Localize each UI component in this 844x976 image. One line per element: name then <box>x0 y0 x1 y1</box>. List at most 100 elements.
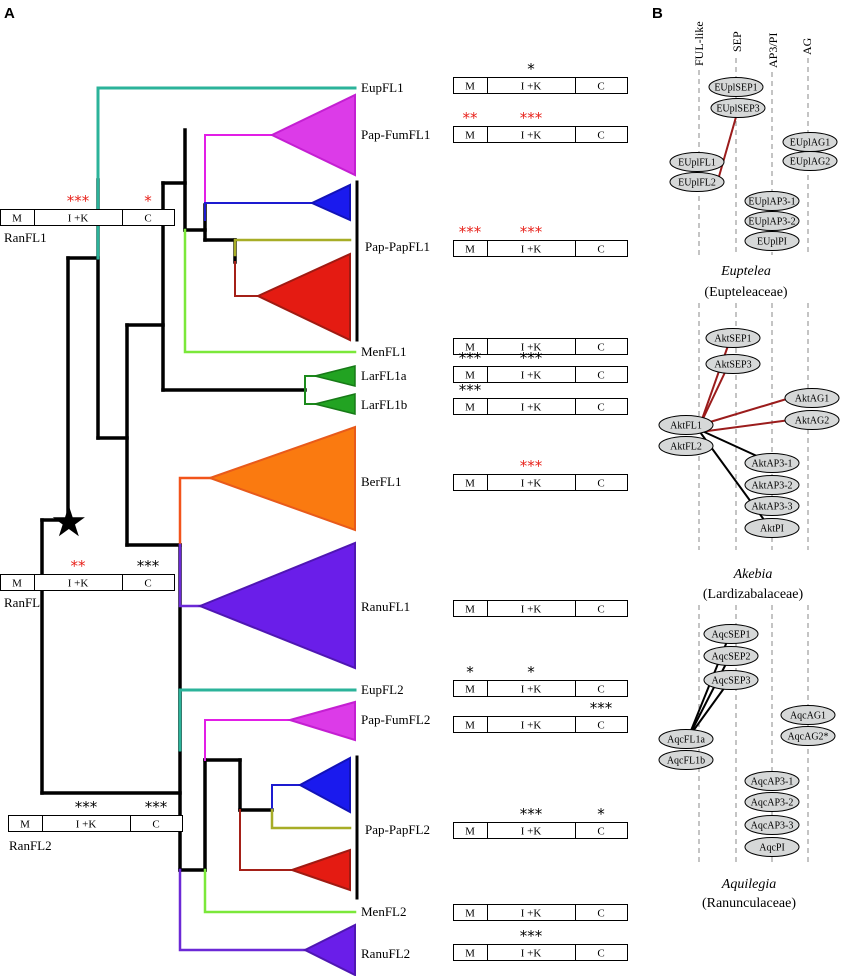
domain-frame <box>453 716 628 733</box>
domain-label-m: M <box>465 402 475 414</box>
node-label: AqcPI <box>759 843 785 854</box>
domain-label-m: M <box>465 948 475 960</box>
col-ag: AG <box>800 37 814 55</box>
label-eupfl1: EupFL1 <box>361 80 404 95</box>
node-euplap3-2: EUplAP3-2 <box>744 211 800 231</box>
node-aktag2: AktAG2 <box>784 410 840 430</box>
domain-frame <box>453 240 628 257</box>
node-label: AktAG2 <box>795 416 829 427</box>
node-aktap3-3: AktAP3-3 <box>744 496 800 516</box>
clade-pap-papfl1-blue <box>309 183 351 222</box>
node-ellipse <box>744 815 800 835</box>
significance-stars: *** <box>520 349 543 367</box>
clade-pap-fumfl2 <box>286 700 356 742</box>
domain-frame <box>453 338 628 355</box>
panel-a-letter: A <box>4 5 15 22</box>
domain-label-m: M <box>465 342 475 354</box>
node-aktfl1: AktFL1 <box>658 415 714 435</box>
domain-label-c: C <box>144 213 151 225</box>
domain-label-m: M <box>465 81 475 93</box>
family-eupteleaceae: (Eupteleaceae) <box>704 285 787 300</box>
node-aqcap3-3: AqcAP3-3 <box>744 815 800 835</box>
node-aqcap3-2: AqcAP3-2 <box>744 792 800 812</box>
node-ellipse <box>708 77 764 97</box>
domain-label-ik: I +K <box>521 342 542 354</box>
domain-label-m: M <box>465 130 475 142</box>
col-ful-like: FUL-like <box>692 21 706 66</box>
domain-frame <box>453 126 628 143</box>
node-aqcfl1a: AqcFL1a <box>658 729 714 749</box>
node-label: AktFL1 <box>670 421 702 432</box>
node-ellipse <box>744 191 800 211</box>
node-label: EUplSEP1 <box>714 83 757 94</box>
node-label: AqcFL1a <box>667 735 705 746</box>
node-ellipse <box>658 750 714 770</box>
node-ellipse <box>744 792 800 812</box>
label-pap-fumfl2: Pap-FumFL2 <box>361 712 430 727</box>
node-ellipse <box>744 211 800 231</box>
label-pap-papfl1: Pap-PapFL1 <box>365 239 430 254</box>
network-nodes: EUplSEP1EUplSEP3EUplFL1EUplFL2EUplAG1EUp… <box>658 77 840 857</box>
domain-label-ik: I +K <box>521 720 542 732</box>
node-aqcpi: AqcPI <box>744 837 800 857</box>
domain-label-ik: I +K <box>76 819 97 831</box>
domain-label-ik: I +K <box>68 213 89 225</box>
node-label: AktSEP3 <box>714 360 751 371</box>
domain-label-c: C <box>597 342 604 354</box>
clade-larfl1a <box>314 365 356 387</box>
domain-label-c: C <box>597 370 604 382</box>
node-euplpi: EUplPI <box>744 231 800 251</box>
clade-pap-fumfl1 <box>269 93 356 177</box>
domain-frame <box>453 944 628 961</box>
domain-label-c: C <box>597 244 604 256</box>
domain-label-m: M <box>465 370 475 382</box>
domain-frame <box>0 209 175 226</box>
domain-label-ik: I +K <box>521 604 542 616</box>
significance-stars: *** <box>520 109 543 127</box>
domain-frame <box>453 474 628 491</box>
domain-label-m: M <box>465 604 475 616</box>
node-aqcsep2: AqcSEP2 <box>703 646 759 666</box>
domain-frame <box>453 680 628 697</box>
node-ellipse <box>744 837 800 857</box>
node-label: EUplPI <box>757 237 787 248</box>
genus-labels: Euptelea (Eupteleaceae) Akebia (Lardizab… <box>702 264 803 911</box>
node-label: AqcAP3-1 <box>751 777 794 788</box>
domain-label-ik: I +K <box>521 908 542 920</box>
node-ellipse <box>703 624 759 644</box>
node-label: AqcSEP2 <box>712 652 751 663</box>
node-label: AqcSEP3 <box>712 676 751 687</box>
domain-frame <box>453 600 628 617</box>
node-ellipse <box>784 410 840 430</box>
node-ellipse <box>744 518 800 538</box>
node-ellipse <box>658 729 714 749</box>
node-label: AqcAP3-2 <box>751 798 794 809</box>
domain-label-c: C <box>597 81 604 93</box>
col-ap3pi: AP3/PI <box>766 33 780 68</box>
node-euplsep3: EUplSEP3 <box>710 98 766 118</box>
node-label: AqcAG1 <box>790 711 826 722</box>
node-label: AktFL2 <box>670 442 702 453</box>
significance-stars: *** <box>137 557 160 575</box>
node-label: AktAP3-3 <box>751 502 792 513</box>
label-ranfl1: RanFL1 <box>4 230 47 245</box>
significance-stars: *** <box>75 798 98 816</box>
significance-stars: *** <box>67 192 90 210</box>
label-ranfl2: RanFL2 <box>9 838 52 853</box>
node-euplfl1: EUplFL1 <box>669 152 725 172</box>
domain-label-c: C <box>597 402 604 414</box>
node-ellipse <box>744 231 800 251</box>
domain-label-m: M <box>465 244 475 256</box>
domain-frame <box>453 366 628 383</box>
clade-berfl1 <box>207 425 356 532</box>
